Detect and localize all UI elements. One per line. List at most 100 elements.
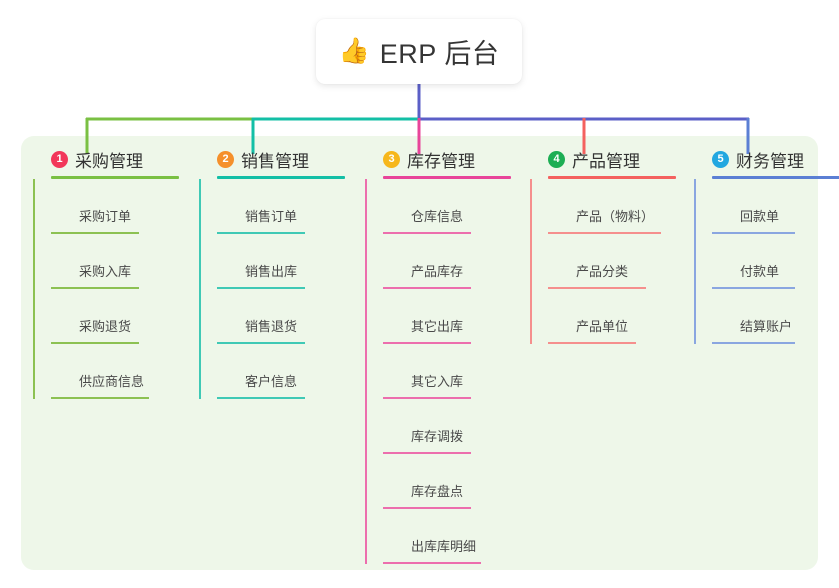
list-item-label: 采购入库 (79, 264, 132, 279)
list-item-rule (51, 287, 139, 289)
column-spine-3 (365, 179, 367, 564)
list-item-label: 供应商信息 (79, 374, 145, 389)
column-rule-5 (712, 176, 839, 179)
column-spine-5 (694, 179, 696, 344)
column-rule-2 (217, 176, 345, 179)
list-item-label: 客户信息 (245, 374, 298, 389)
list-item-label: 产品（物料） (576, 209, 655, 224)
list-item[interactable]: 销售出库 (217, 234, 345, 289)
list-item[interactable]: 仓库信息 (383, 179, 511, 234)
list-item-rule (217, 287, 305, 289)
list-item[interactable]: 付款单 (712, 234, 839, 289)
list-item-rule (51, 232, 139, 234)
list-item-label: 其它出库 (411, 319, 464, 334)
column-3: 3 库存管理仓库信息产品库存其它出库其它入库库存调拨库存盘点出库库明细 (365, 148, 511, 564)
root-node-erp-backend[interactable]: 👍 ERP 后台 (316, 19, 522, 84)
list-item-rule (712, 232, 795, 234)
list-item-label: 销售订单 (245, 209, 298, 224)
list-item[interactable]: 采购退货 (51, 289, 179, 344)
list-item[interactable]: 回款单 (712, 179, 839, 234)
list-item-rule (383, 397, 471, 399)
column-header-5[interactable]: 5 财务管理 (694, 148, 839, 171)
list-item-rule (712, 287, 795, 289)
column-spine-1 (33, 179, 35, 399)
list-item-label: 其它入库 (411, 374, 464, 389)
list-item[interactable]: 其它出库 (383, 289, 511, 344)
column-badge-2: 2 (217, 150, 234, 168)
column-header-3[interactable]: 3 库存管理 (365, 148, 511, 171)
column-title-4: 产品管理 (572, 151, 640, 171)
column-badge-1: 1 (51, 150, 68, 168)
column-5: 5 财务管理回款单付款单结算账户 (694, 148, 839, 344)
thumbs-up-icon: 👍 (338, 37, 370, 65)
list-item[interactable]: 结算账户 (712, 289, 839, 344)
list-item-rule (383, 562, 481, 564)
root-node-title: ERP 后台 (379, 39, 500, 69)
column-title-2: 销售管理 (241, 151, 309, 171)
list-item[interactable]: 产品（物料） (548, 179, 676, 234)
list-item-label: 采购订单 (79, 209, 132, 224)
column-badge-4: 4 (548, 150, 565, 168)
list-item-rule (548, 232, 661, 234)
list-item-rule (383, 507, 471, 509)
list-item[interactable]: 销售退货 (217, 289, 345, 344)
column-rule-4 (548, 176, 676, 179)
list-item-label: 出库库明细 (411, 539, 477, 554)
list-item-rule (548, 342, 636, 344)
column-header-4[interactable]: 4 产品管理 (530, 148, 676, 171)
list-item-rule (712, 342, 795, 344)
column-title-5: 财务管理 (736, 151, 804, 171)
list-item-label: 结算账户 (740, 319, 793, 334)
list-item[interactable]: 产品分类 (548, 234, 676, 289)
list-item-label: 库存盘点 (411, 484, 464, 499)
column-header-1[interactable]: 1 采购管理 (33, 148, 179, 171)
column-items-5: 回款单付款单结算账户 (694, 179, 839, 344)
column-badge-3: 3 (383, 150, 400, 168)
list-item-rule (383, 232, 471, 234)
column-spine-2 (199, 179, 201, 399)
list-item-rule (51, 397, 149, 399)
column-2: 2 销售管理销售订单销售出库销售退货客户信息 (199, 148, 345, 399)
list-item-label: 库存调拨 (411, 429, 464, 444)
list-item[interactable]: 供应商信息 (51, 344, 179, 399)
list-item-label: 回款单 (740, 209, 780, 224)
list-item-rule (217, 232, 305, 234)
column-1: 1 采购管理采购订单采购入库采购退货供应商信息 (33, 148, 179, 399)
list-item-label: 销售退货 (245, 319, 298, 334)
list-item-label: 仓库信息 (411, 209, 464, 224)
list-item-rule (383, 287, 471, 289)
column-badge-5: 5 (712, 150, 729, 168)
list-item-label: 产品单位 (576, 319, 629, 334)
list-item[interactable]: 产品单位 (548, 289, 676, 344)
list-item[interactable]: 库存盘点 (383, 454, 511, 509)
column-rule-1 (51, 176, 179, 179)
column-rule-3 (383, 176, 511, 179)
list-item-label: 产品库存 (411, 264, 464, 279)
list-item-rule (548, 287, 646, 289)
list-item-rule (383, 342, 471, 344)
list-item[interactable]: 客户信息 (217, 344, 345, 399)
column-items-2: 销售订单销售出库销售退货客户信息 (199, 179, 345, 399)
list-item-label: 采购退货 (79, 319, 132, 334)
list-item[interactable]: 出库库明细 (383, 509, 511, 564)
list-item-rule (51, 342, 139, 344)
column-spine-4 (530, 179, 532, 344)
list-item[interactable]: 采购订单 (51, 179, 179, 234)
column-title-3: 库存管理 (407, 151, 475, 171)
column-header-2[interactable]: 2 销售管理 (199, 148, 345, 171)
column-title-1: 采购管理 (75, 151, 143, 171)
list-item[interactable]: 产品库存 (383, 234, 511, 289)
list-item[interactable]: 销售订单 (217, 179, 345, 234)
list-item-rule (217, 397, 305, 399)
list-item-label: 付款单 (740, 264, 780, 279)
list-item-label: 产品分类 (576, 264, 629, 279)
list-item[interactable]: 采购入库 (51, 234, 179, 289)
list-item[interactable]: 库存调拨 (383, 399, 511, 454)
column-items-3: 仓库信息产品库存其它出库其它入库库存调拨库存盘点出库库明细 (365, 179, 511, 564)
column-items-4: 产品（物料） 产品分类产品单位 (530, 179, 676, 344)
column-items-1: 采购订单采购入库采购退货供应商信息 (33, 179, 179, 399)
list-item-label: 销售出库 (245, 264, 298, 279)
list-item-rule (217, 342, 305, 344)
column-4: 4 产品管理产品（物料） 产品分类产品单位 (530, 148, 676, 344)
list-item[interactable]: 其它入库 (383, 344, 511, 399)
